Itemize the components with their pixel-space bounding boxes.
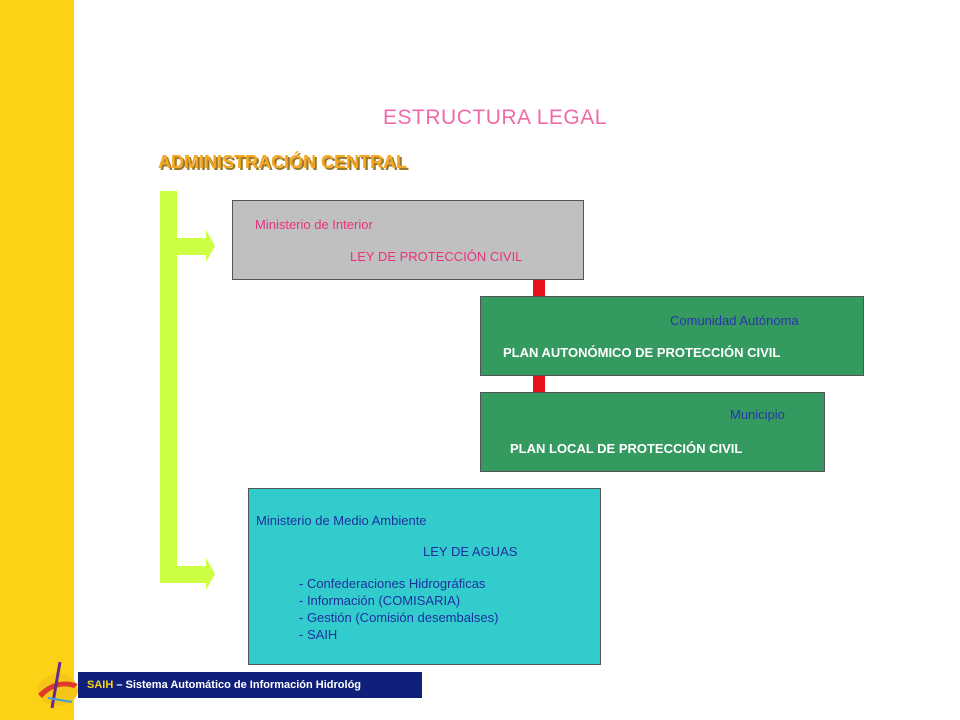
- law-label: LEY DE AGUAS: [423, 544, 518, 559]
- bracket-vertical-bar: [160, 191, 177, 583]
- organism-list-item: - Información (COMISARIA): [299, 593, 461, 608]
- sidebar-stripe: [0, 0, 74, 720]
- logo-swoosh: [38, 681, 78, 698]
- bracket-bottom-stem: [160, 566, 206, 583]
- box-comunidad-autonoma: Comunidad Autónoma PLAN AUTONÓMICO DE PR…: [480, 296, 864, 376]
- page-title: ESTRUCTURA LEGAL: [383, 106, 607, 129]
- plan-label: PLAN AUTONÓMICO DE PROTECCIÓN CIVIL: [503, 345, 781, 360]
- ministry-label: Ministerio de Interior: [255, 217, 373, 232]
- organism-list-item: - Confederaciones Hidrográficas: [299, 576, 486, 591]
- box-municipio: Municipio PLAN LOCAL DE PROTECCIÓN CIVIL: [480, 392, 825, 472]
- organism-list: - Confederaciones Hidrográficas - Inform…: [299, 575, 498, 643]
- saih-logo-icon: [38, 661, 78, 709]
- box-ministerio-interior: Ministerio de Interior LEY DE PROTECCIÓN…: [232, 200, 584, 280]
- plan-label: PLAN LOCAL DE PROTECCIÓN CIVIL: [510, 441, 743, 456]
- level-label: Municipio: [730, 407, 785, 422]
- bracket-bottom-arrowhead: [206, 558, 215, 590]
- footer-acronym: SAIH: [87, 679, 114, 691]
- organism-list-item: - SAIH: [299, 627, 338, 642]
- logo-stroke: [50, 661, 62, 709]
- logo-stroke-2: [47, 697, 73, 703]
- footer-text: – Sistema Automático de Información Hidr…: [113, 679, 362, 691]
- organism-list-item: - Gestión (Comisión desembalses): [299, 610, 499, 625]
- bracket-top-stem: [160, 238, 206, 255]
- box-ministerio-medio-ambiente: Ministerio de Medio Ambiente LEY DE AGUA…: [248, 488, 601, 665]
- section-subtitle: ADMINISTRACIÓN CENTRAL: [158, 152, 407, 172]
- bracket-top-arrowhead: [206, 230, 215, 262]
- footer-banner: SAIH – Sistema Automático de Información…: [78, 672, 422, 698]
- ministry-label: Ministerio de Medio Ambiente: [256, 513, 427, 528]
- bracket-connector: [160, 191, 215, 590]
- law-label: LEY DE PROTECCIÓN CIVIL: [350, 249, 523, 264]
- level-label: Comunidad Autónoma: [670, 313, 799, 328]
